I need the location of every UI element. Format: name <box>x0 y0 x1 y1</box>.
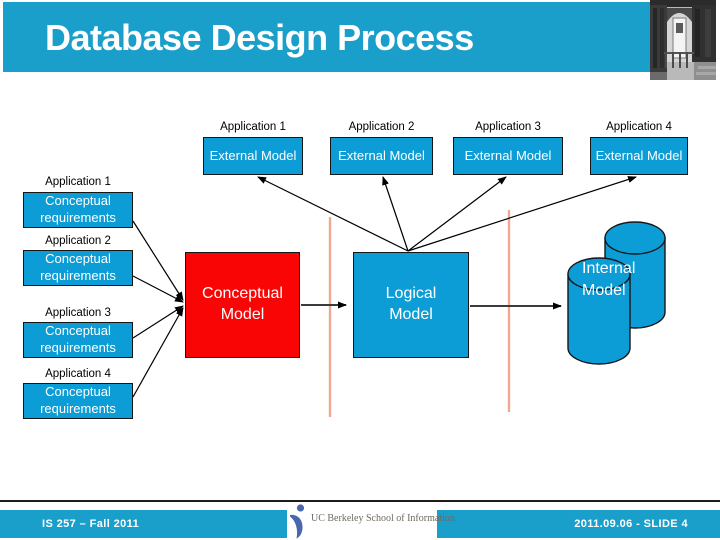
title-bar: Database Design Process <box>3 2 650 72</box>
application-label-left-1: Application 1 <box>45 176 111 188</box>
application-label-top-2: Application 2 <box>348 121 415 133</box>
internal-model-label: Internal Model <box>582 260 636 299</box>
footer-bar-right: 2011.09.06 - SLIDE 4 <box>437 510 720 538</box>
application-label-left-3: Application 3 <box>45 307 111 319</box>
footer-divider-line <box>0 500 720 502</box>
footer-course-label: IS 257 – Fall 2011 <box>42 518 140 530</box>
external-model-box-4: External Model <box>590 137 688 175</box>
conceptual-model-box: Conceptual Model <box>185 252 300 358</box>
application-label-left-2: Application 2 <box>45 235 111 247</box>
external-model-box-2: External Model <box>330 137 433 175</box>
external-model-box-1: External Model <box>203 137 303 175</box>
external-model-box-3: External Model <box>453 137 563 175</box>
page-title: Database Design Process <box>45 17 474 58</box>
conceptual-requirements-box-4: Conceptual requirements <box>23 383 133 419</box>
conceptual-requirements-box-3: Conceptual requirements <box>23 322 133 358</box>
application-label-top-1: Application 1 <box>220 121 286 133</box>
application-label-left-4: Application 4 <box>45 368 111 380</box>
application-label-top-3: Application 3 <box>475 121 541 133</box>
building-photo-icon <box>650 0 716 80</box>
conceptual-requirements-box-1: Conceptual requirements <box>23 192 133 228</box>
berkeley-logo-icon <box>290 504 305 539</box>
footer-bar-left: IS 257 – Fall 2011 <box>0 510 287 538</box>
logical-model-box: Logical Model <box>353 252 469 358</box>
berkeley-logo-text: UC Berkeley School of Information <box>311 513 455 524</box>
application-label-top-4: Application 4 <box>606 121 672 133</box>
footer-slide-number: 2011.09.06 - SLIDE 4 <box>574 518 688 530</box>
conceptual-requirements-box-2: Conceptual requirements <box>23 250 133 286</box>
